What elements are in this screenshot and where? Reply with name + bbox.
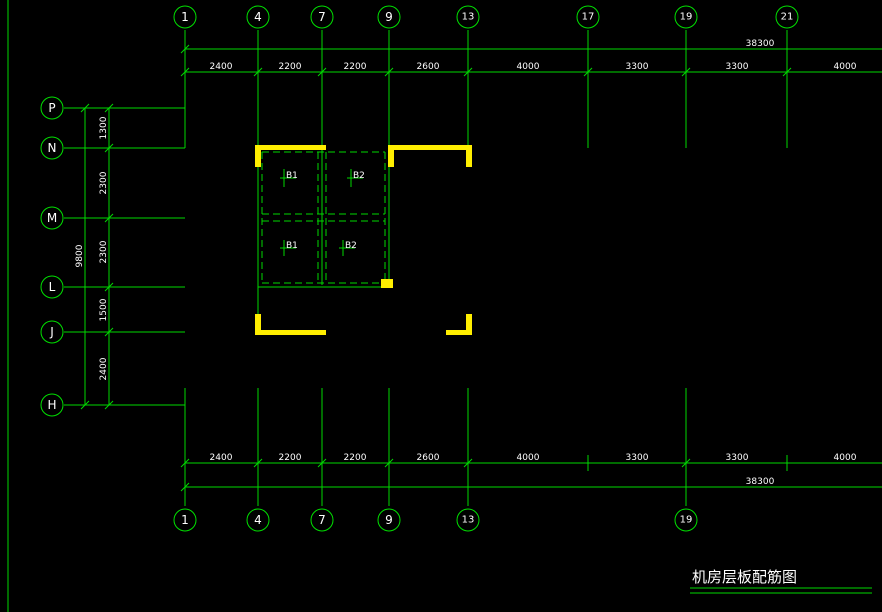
top-dim: 2200: [344, 62, 367, 72]
bottom-dim: 2400: [210, 453, 233, 463]
top-axis-label: 9: [385, 10, 393, 24]
bottom-axis-label: 7: [318, 513, 326, 527]
top-dim: 3300: [726, 62, 749, 72]
bottom-grid-lines: [184, 388, 687, 506]
top-axis-label: 17: [582, 12, 595, 23]
top-dim: 3300: [626, 62, 649, 72]
bottom-dim: 2600: [417, 453, 440, 463]
left-dimension-lines: [80, 103, 114, 410]
top-dim: 4000: [834, 62, 857, 72]
top-grid-lines: [184, 30, 788, 148]
slab-label: B2: [345, 241, 357, 251]
left-dim: 2300: [99, 171, 109, 194]
bottom-axis-label: 9: [385, 513, 393, 527]
bottom-dim: 4000: [517, 453, 540, 463]
top-dim: 4000: [517, 62, 540, 72]
bottom-axis-label: 19: [680, 515, 693, 526]
left-dim: 2400: [99, 357, 109, 380]
top-axis-label: 21: [781, 12, 794, 23]
bottom-dim: 2200: [344, 453, 367, 463]
left-dim: 2300: [99, 240, 109, 263]
top-dim: 2400: [210, 62, 233, 72]
bottom-dimension-lines: [180, 455, 882, 492]
top-axis-label: 7: [318, 10, 326, 24]
slab-label: B1: [286, 171, 298, 181]
bottom-dimension-texts: 2400 2200 2200 2600 4000 3300 3300 4000 …: [210, 453, 857, 487]
left-total-dim: 9800: [75, 244, 85, 267]
bottom-axis-label: 4: [254, 513, 262, 527]
slab-label: B2: [353, 171, 365, 181]
row-axis-label: L: [49, 280, 56, 294]
row-grid-lines: [64, 107, 389, 406]
left-dim: 1300: [99, 116, 109, 139]
top-dimension-texts: 38300 2400 2200 2200 2600 4000 3300 3300…: [210, 39, 857, 72]
row-axis-bubbles: P N M L J H: [40, 96, 64, 417]
top-axis-bubbles: 1 4 7 9 13 17 19 21: [173, 5, 799, 29]
bottom-axis-label: 13: [462, 515, 475, 526]
bottom-axis-bubbles: 1 4 7 9 13 19: [173, 508, 698, 532]
row-axis-label: J: [49, 325, 54, 339]
bottom-axis-label: 1: [181, 513, 189, 527]
row-axis-label: N: [48, 141, 57, 155]
row-axis-label: M: [47, 211, 57, 225]
top-axis-label: 19: [680, 12, 693, 23]
slab-label: B1: [286, 241, 298, 251]
drawing-title: 机房层板配筋图: [692, 568, 797, 586]
bottom-total-dim: 38300: [746, 477, 775, 487]
top-dimension-lines: [180, 44, 882, 77]
bottom-dim: 4000: [834, 453, 857, 463]
top-axis-label: 13: [462, 12, 475, 23]
top-dim: 2200: [279, 62, 302, 72]
left-dim: 1500: [99, 298, 109, 321]
top-axis-label: 4: [254, 10, 262, 24]
plan-grid-lines: [257, 148, 390, 330]
slab-dashed-lines: [261, 151, 386, 284]
row-axis-label: P: [48, 101, 55, 115]
top-total-dim: 38300: [746, 39, 775, 49]
top-dim: 2600: [417, 62, 440, 72]
bottom-dim: 3300: [726, 453, 749, 463]
left-dimension-texts: 9800 1300 2300 2300 1500 2400: [75, 116, 109, 380]
top-axis-label: 1: [181, 10, 189, 24]
row-axis-label: H: [47, 398, 56, 412]
bottom-dim: 2200: [279, 453, 302, 463]
slab-marks: [280, 169, 363, 256]
walls: [255, 145, 472, 335]
slab-labels: B1 B2 B1 B2: [286, 171, 365, 251]
bottom-dim: 3300: [626, 453, 649, 463]
